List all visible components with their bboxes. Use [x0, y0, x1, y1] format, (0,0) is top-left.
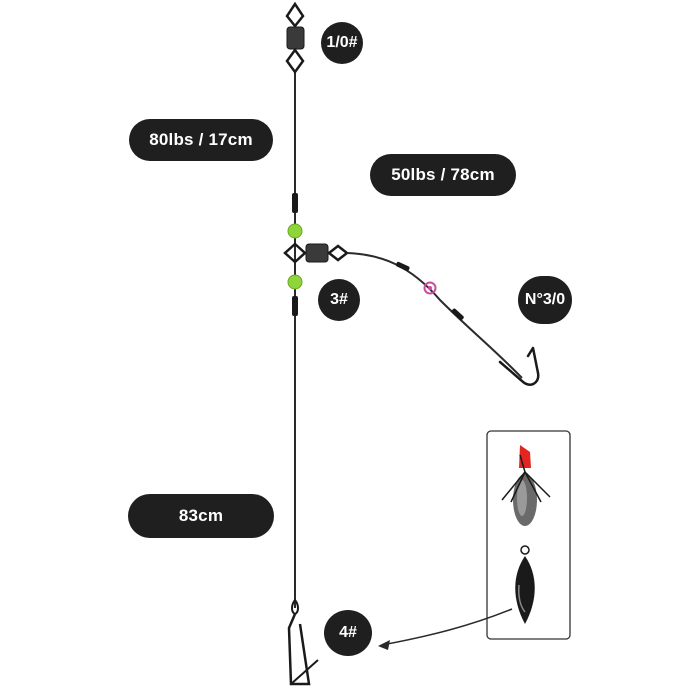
bead-upper-icon — [287, 223, 303, 239]
crimp-sleeve-upper — [292, 193, 298, 213]
branch-ring-center — [428, 286, 432, 290]
arrow-icon — [378, 608, 513, 650]
bead-lower-icon — [287, 274, 303, 290]
branch-line — [346, 252, 523, 379]
sinker-icon — [515, 545, 535, 624]
branch-line-spec-label: 50lbs / 78cm — [370, 154, 516, 196]
hook-icon — [498, 346, 540, 386]
branch-ring-icon — [423, 281, 437, 295]
top-swivel-icon — [285, 1, 305, 75]
hook-size-badge: N°3/0 — [518, 276, 572, 324]
main-line-spec-label: 80lbs / 17cm — [129, 119, 273, 161]
snap-icon — [287, 599, 319, 686]
top-swivel-size-badge: 1/0# — [321, 22, 363, 64]
branch-crimp-2 — [451, 308, 464, 321]
branch-crimp-1 — [396, 261, 410, 272]
snap-size-badge: 4# — [324, 610, 372, 656]
crimp-sleeve-lower — [292, 296, 298, 316]
lure-inset-box — [486, 430, 571, 640]
mid-swivel-size-badge: 3# — [318, 279, 360, 321]
squid-lure-icon — [501, 445, 551, 526]
total-length-label: 83cm — [128, 494, 274, 538]
